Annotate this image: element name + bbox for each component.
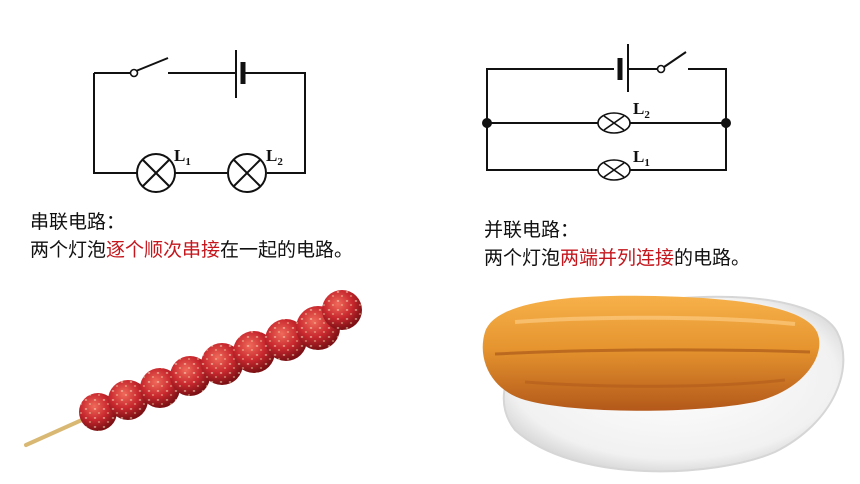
series-circuit-diagram: L1 L2 (93, 50, 306, 193)
parallel-junction-right (721, 118, 731, 128)
youtiao-photo (482, 295, 845, 473)
series-caption-title: 串联电路： (30, 211, 126, 233)
parallel-caption-definition: 两个灯泡两端并列连接的电路。 (484, 244, 750, 272)
series-lamp-2-label: L2 (266, 146, 283, 168)
series-lamp-1 (136, 153, 176, 193)
parallel-def-highlight: 两端并列连接 (560, 247, 675, 269)
youtiao (482, 295, 820, 411)
parallel-def-prefix: 两个灯泡 (484, 247, 561, 269)
parallel-lamp-2 (597, 112, 631, 134)
series-def-prefix: 两个灯泡 (30, 239, 107, 261)
parallel-junction-left (482, 118, 492, 128)
parallel-circuit-diagram: L2 L1 (482, 44, 731, 181)
series-caption: 串联电路： 两个灯泡逐个顺次串接在一起的电路。 (30, 208, 353, 264)
series-wire-right (243, 72, 306, 174)
youtiao-seam (494, 348, 811, 356)
series-lamp-2 (227, 153, 267, 193)
parallel-wire-bottom-right (630, 123, 727, 171)
parallel-def-suffix: 的电路。 (674, 247, 751, 269)
parallel-caption-title: 并联电路： (484, 219, 580, 241)
parallel-lamp-1 (597, 159, 631, 181)
series-caption-definition: 两个灯泡逐个顺次串接在一起的电路。 (30, 236, 353, 264)
parallel-caption: 并联电路： 两个灯泡两端并列连接的电路。 (484, 216, 750, 272)
parallel-lamp-2-label: L2 (633, 99, 650, 121)
series-def-highlight: 逐个顺次串接 (106, 239, 221, 261)
parallel-lamp-1-label: L1 (633, 147, 650, 169)
parallel-wire-bottom-left (486, 123, 598, 171)
series-lamp-1-label: L1 (174, 146, 191, 168)
series-switch-pivot (129, 68, 139, 78)
tanghulu-photo (24, 290, 362, 447)
parallel-wire-top-right (688, 68, 727, 123)
parallel-wire-top-left (486, 68, 614, 123)
series-switch-blade (135, 57, 169, 72)
parallel-switch-pivot (656, 64, 666, 74)
parallel-switch-blade (663, 51, 687, 68)
series-def-suffix: 在一起的电路。 (220, 239, 354, 261)
series-wire-left (93, 73, 137, 174)
tanghulu-haws (79, 290, 362, 431)
